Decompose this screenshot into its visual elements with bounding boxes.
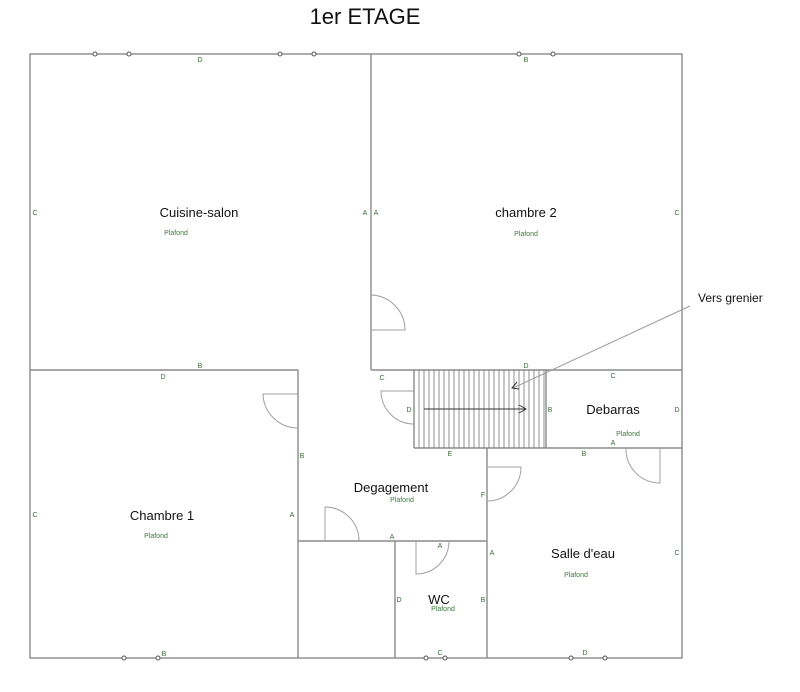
wall-label: C <box>610 373 615 380</box>
wall-label: B <box>582 451 587 458</box>
room-degagement: Degagement <box>354 480 429 495</box>
wall-label: D <box>160 374 165 381</box>
wall-label: B <box>524 57 529 64</box>
wall-label: A <box>611 440 616 447</box>
walls <box>29 53 683 659</box>
ceiling-salle-deau: Plafond <box>564 572 588 579</box>
wall-label: A <box>490 550 495 557</box>
wall-label: B <box>548 407 553 414</box>
wall-label: D <box>523 363 528 370</box>
wall-label: F <box>481 492 485 499</box>
wall-label: D <box>674 407 679 414</box>
wall-label: D <box>582 650 587 657</box>
wall-label: C <box>32 512 37 519</box>
wall-label: B <box>300 453 305 460</box>
ceiling-chambre-1: Plafond <box>144 533 168 540</box>
wall-label: C <box>32 210 37 217</box>
wall-label: C <box>674 550 679 557</box>
wall-label: D <box>406 407 411 414</box>
wall-label: A <box>374 210 379 217</box>
wall-label: B <box>481 597 486 604</box>
ceiling-degagement: Plafond <box>390 497 414 504</box>
ceiling-debarras: Plafond <box>616 431 640 438</box>
doors <box>262 294 661 575</box>
wall-label: E <box>448 451 453 458</box>
ceiling-wc: Plafond <box>431 606 455 613</box>
wall-label: A <box>363 210 368 217</box>
wall-labels: D C A B B A C D C D B E C D A D C B A B … <box>32 57 679 658</box>
attic-pointer <box>511 305 691 390</box>
attic-note: Vers grenier <box>698 291 763 305</box>
room-chambre-1: Chambre 1 <box>130 508 194 523</box>
wall-label: D <box>396 597 401 604</box>
room-salle-deau: Salle d'eau <box>551 546 615 561</box>
room-cuisine-salon: Cuisine-salon <box>160 205 239 220</box>
wall-label: B <box>162 651 167 658</box>
page-title: 1er ETAGE <box>309 4 421 29</box>
wall-label: C <box>674 210 679 217</box>
room-debarras: Debarras <box>586 402 640 417</box>
ceiling-cuisine-salon: Plafond <box>164 230 188 237</box>
wall-label: A <box>290 512 295 519</box>
wall-label: A <box>438 543 443 550</box>
wall-label: D <box>197 57 202 64</box>
wall-label: C <box>437 650 442 657</box>
wall-label: B <box>198 363 203 370</box>
room-chambre-2: chambre 2 <box>495 205 556 220</box>
ceiling-chambre-2: Plafond <box>514 231 538 238</box>
wall-label: C <box>379 375 384 382</box>
staircase <box>418 370 547 448</box>
windows <box>92 51 608 661</box>
room-wc: WC <box>428 592 450 607</box>
wall-label: A <box>390 534 395 541</box>
